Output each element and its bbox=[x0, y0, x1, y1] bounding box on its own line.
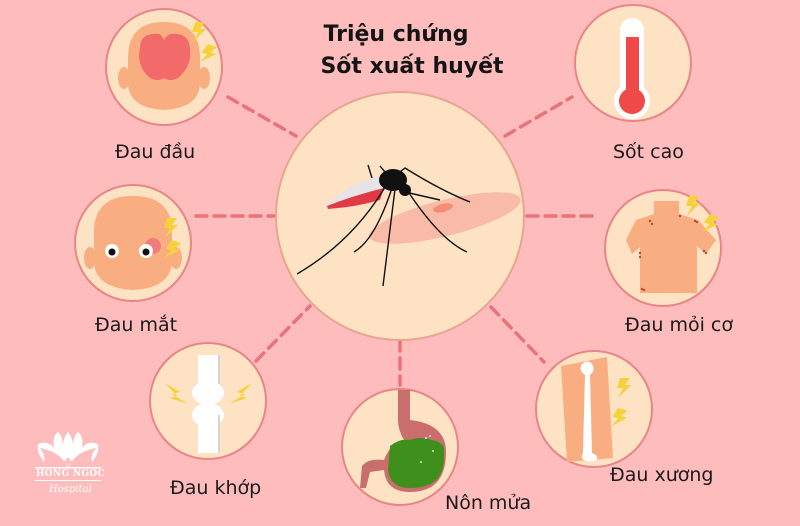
logo-name: HONG NGOC bbox=[36, 469, 106, 479]
connector-lines bbox=[194, 95, 600, 387]
label-eye-pain: Đau mắt bbox=[95, 314, 178, 336]
connector-fever bbox=[503, 95, 574, 138]
joint-pain-icon bbox=[165, 355, 252, 453]
mosquito-icon bbox=[296, 164, 471, 287]
label-joint-pain: Đau khớp bbox=[170, 477, 262, 499]
label-bone-pain: Đau xương bbox=[610, 464, 714, 486]
joint-pain-circle[interactable] bbox=[149, 342, 267, 460]
eye-pain-circle[interactable] bbox=[74, 184, 192, 302]
label-vomiting: Nôn mửa bbox=[445, 492, 532, 514]
stomach-icon bbox=[360, 390, 446, 492]
muscle-ache-icon bbox=[626, 196, 721, 293]
thermometer-icon bbox=[614, 18, 650, 119]
label-headache: Đau đầu bbox=[115, 141, 196, 163]
bone-pain-circle[interactable] bbox=[535, 350, 653, 468]
connector-joint bbox=[254, 304, 312, 363]
hospital-logo-mark bbox=[35, 432, 101, 481]
title-line-2: Sốt xuất huyết bbox=[320, 54, 504, 79]
skin-patch bbox=[369, 192, 521, 244]
label-high-fever: Sốt cao bbox=[613, 141, 684, 163]
high-fever-circle[interactable] bbox=[574, 4, 692, 122]
eye-pain-icon bbox=[84, 196, 183, 290]
headache-icon bbox=[118, 22, 219, 110]
connector-headache bbox=[226, 95, 298, 138]
label-muscle-ache: Đau mỏi cơ bbox=[625, 314, 733, 336]
bone-pain-icon bbox=[561, 357, 631, 462]
logo-subtitle: Hospital bbox=[49, 484, 92, 495]
muscle-ache-circle[interactable] bbox=[604, 189, 722, 307]
connector-bone bbox=[489, 305, 546, 364]
center-circle bbox=[275, 91, 525, 341]
title-line-1: Triệu chứng bbox=[323, 22, 469, 47]
vomiting-circle[interactable] bbox=[341, 388, 459, 506]
headache-circle[interactable] bbox=[105, 8, 223, 126]
